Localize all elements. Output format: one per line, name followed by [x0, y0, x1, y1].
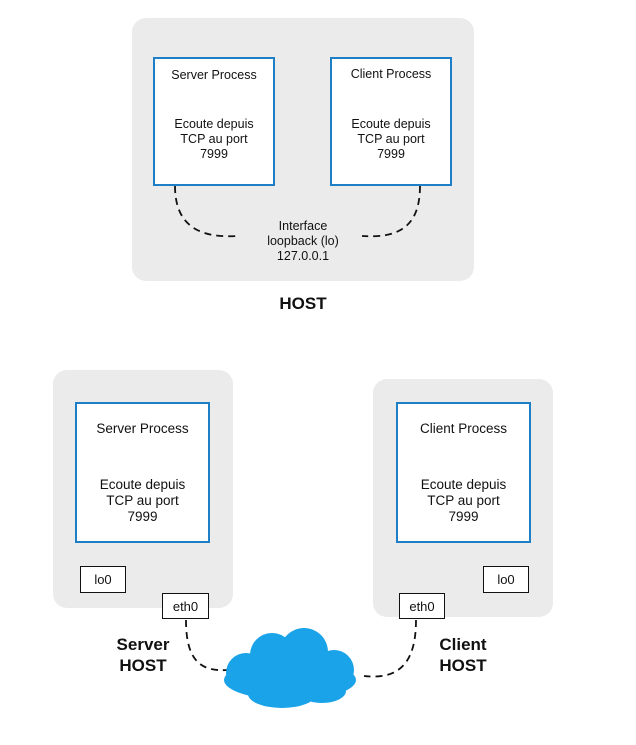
bottom-server-process: Server Process Ecoute depuis TCP au port… [75, 402, 210, 543]
process-port: 7999 [377, 147, 405, 161]
client-host-label: Client HOST [418, 634, 508, 676]
interface-line: Interface [278, 219, 328, 233]
interface-line: loopback (lo) [267, 234, 339, 248]
client-eth0-interface: eth0 [399, 593, 445, 619]
process-port: 7999 [448, 509, 479, 524]
interface-address: 127.0.0.1 [276, 249, 330, 263]
client-lo0-interface: lo0 [483, 566, 529, 593]
process-line: TCP au port [427, 493, 500, 508]
client-host-label-line2: HOST [439, 656, 487, 675]
process-title: Client Process [419, 421, 508, 436]
process-line: TCP au port [180, 132, 248, 146]
process-line: TCP au port [357, 132, 425, 146]
process-title: Client Process [350, 67, 432, 81]
client-host-label-line1: Client [439, 635, 487, 654]
server-lo0-interface: lo0 [80, 566, 126, 593]
process-port: 7999 [200, 147, 228, 161]
loopback-connector-left [174, 185, 239, 238]
top-client-process: Client Process Ecoute depuis TCP au port… [330, 57, 452, 186]
single-host-label: HOST [279, 294, 327, 313]
bottom-client-process: Client Process Ecoute depuis TCP au port… [396, 402, 531, 543]
cloud-icon [224, 628, 356, 708]
loopback-connector-right [361, 185, 421, 238]
process-port: 7999 [127, 509, 158, 524]
process-line: Ecoute depuis [99, 477, 186, 492]
top-server-process: Server Process Ecoute depuis TCP au port… [153, 57, 275, 186]
process-title: Server Process [171, 68, 257, 82]
server-network-link [185, 619, 229, 672]
process-line: Ecoute depuis [351, 117, 431, 131]
server-host-label: Server HOST [98, 634, 188, 676]
process-line: Ecoute depuis [174, 117, 254, 131]
server-host-label-line1: Server [116, 635, 170, 654]
server-host-label-line2: HOST [119, 656, 167, 675]
process-line: Ecoute depuis [420, 477, 507, 492]
loopback-interface-label: Interface loopback (lo) 127.0.0.1 [243, 219, 363, 264]
client-network-link [363, 619, 417, 678]
server-eth0-interface: eth0 [162, 593, 209, 619]
process-line: TCP au port [106, 493, 179, 508]
process-title: Server Process [96, 421, 189, 436]
